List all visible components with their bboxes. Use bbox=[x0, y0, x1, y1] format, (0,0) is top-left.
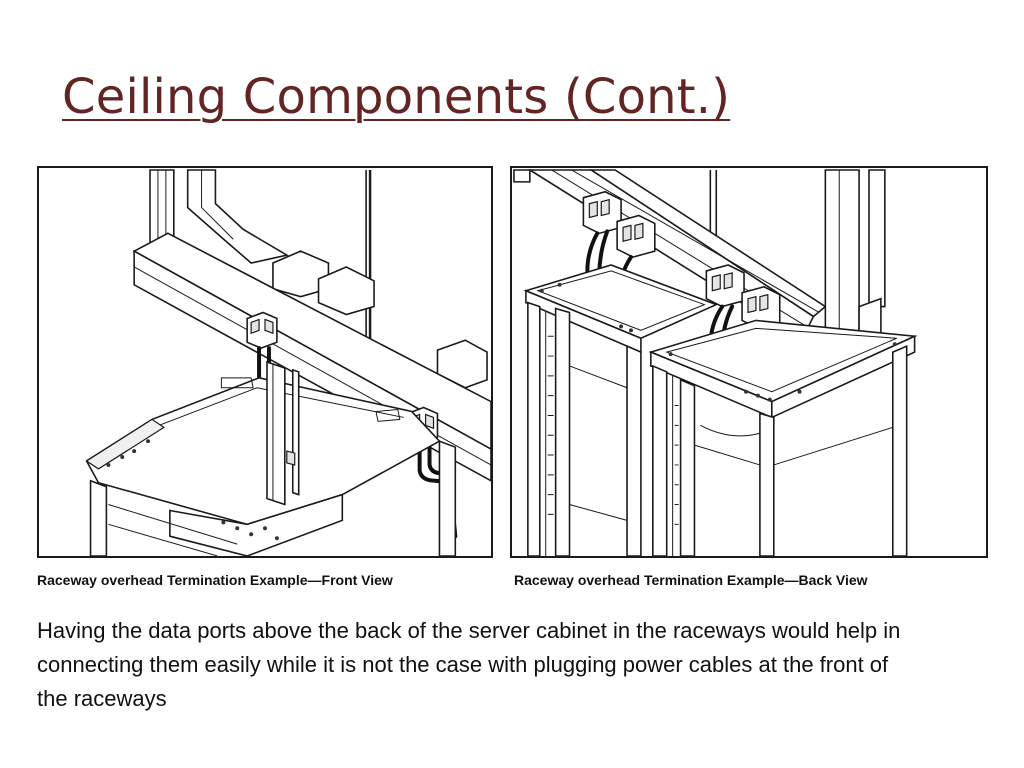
front-view-figure bbox=[37, 166, 493, 558]
back-view-drawing bbox=[513, 169, 918, 556]
back-receptacle-2 bbox=[616, 214, 656, 258]
slide-title: Ceiling Components (Cont.) bbox=[62, 69, 731, 125]
front-view-caption: Raceway overhead Termination Example—Fro… bbox=[37, 572, 393, 588]
back-view-figure bbox=[510, 166, 988, 558]
front-receptacle-left bbox=[246, 311, 278, 349]
back-receptacle-3 bbox=[705, 264, 745, 308]
body-paragraph: Having the data ports above the back of … bbox=[37, 618, 901, 711]
front-view-drawing bbox=[85, 169, 491, 556]
back-receptacle-1 bbox=[582, 190, 622, 235]
back-view-caption: Raceway overhead Termination Example—Bac… bbox=[514, 572, 868, 588]
